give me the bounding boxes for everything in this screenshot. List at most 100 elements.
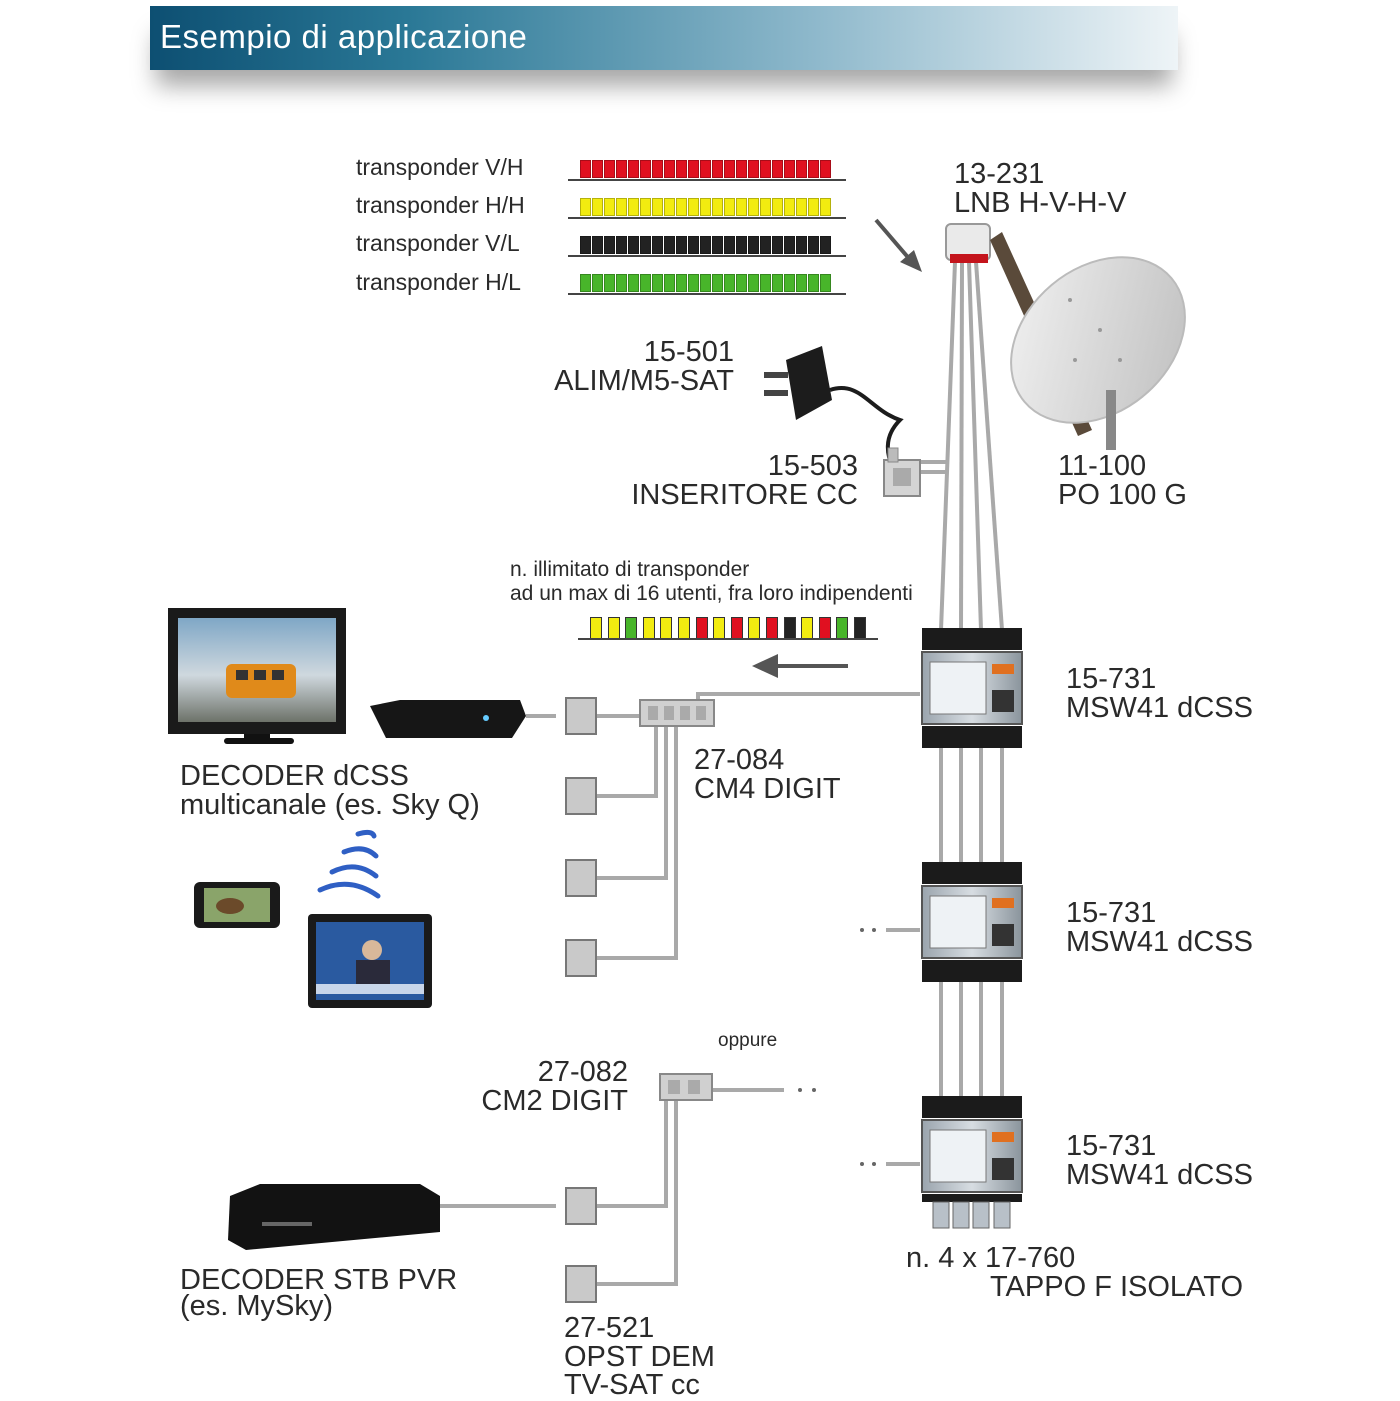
transponder-segment [724, 160, 735, 178]
transponder-segment [580, 236, 591, 254]
transponder-segment [676, 198, 687, 216]
transponder-segment [772, 160, 783, 178]
transponder-segment [640, 236, 651, 254]
transponder-segment [820, 160, 831, 178]
transponder-segment [724, 236, 735, 254]
transponder-segment [652, 274, 663, 292]
transponder-segment [664, 236, 675, 254]
transponder-segment [748, 160, 759, 178]
mix-segment [836, 617, 849, 639]
transponder-segment [712, 160, 723, 178]
cm4-code: 27-084 [694, 744, 785, 776]
mix-segment [590, 617, 602, 639]
transponder-segment [592, 236, 603, 254]
transponder-segment [616, 160, 627, 178]
transponder-segment [820, 198, 831, 216]
transponder-segment [784, 274, 795, 292]
lnb-cables [918, 261, 1004, 631]
decoder-pvr [228, 1184, 440, 1250]
transponder-segment [652, 236, 663, 254]
transponder-segment [748, 198, 759, 216]
tablet [308, 914, 432, 1008]
transponder-segment [796, 160, 807, 178]
header-banner: Esempio di applicazione [150, 6, 1178, 70]
transponder-segment [736, 236, 747, 254]
transponder-segment [748, 236, 759, 254]
transponder-segment [628, 274, 639, 292]
mix-segment [625, 617, 638, 639]
mix-segment [748, 617, 761, 639]
mix-segment [642, 617, 655, 639]
transponder-segment [592, 198, 603, 216]
transponder-segment [772, 198, 783, 216]
transponder-segment [760, 198, 771, 216]
multiswitch-3 [921, 1096, 1023, 1202]
transponder-mix-bar [590, 617, 872, 639]
msw3-code: 15-731 [1066, 1130, 1157, 1162]
transponder-segment [640, 274, 651, 292]
mix-segment [607, 617, 620, 639]
transponder-segment [700, 198, 711, 216]
mix-segment [695, 617, 708, 639]
decoder-dcss-line1: DECODER dCSS [180, 760, 409, 792]
transponder-segment [736, 160, 747, 178]
transponder-segment [580, 160, 591, 178]
page-title: Esempio di applicazione [160, 18, 528, 55]
transponder-segment [712, 198, 723, 216]
transponder-segment [700, 160, 711, 178]
msw1-name: MSW41 dCSS [1066, 692, 1253, 724]
decoder-pvr-line1: DECODER STB PVR [180, 1264, 458, 1296]
transponder-segment [796, 236, 807, 254]
note-unlimited-line1: n. illimitato di transponder [510, 558, 750, 581]
transponder-segment [580, 198, 591, 216]
opst-line3: TV-SAT cc [564, 1369, 700, 1401]
transponder-segment [772, 274, 783, 292]
transponder-label-vl: transponder V/L [356, 230, 520, 256]
transponder-segment [592, 160, 603, 178]
mix-segment [766, 617, 778, 639]
mix-segment [818, 617, 831, 639]
transponder-segment [616, 236, 627, 254]
transponder-segment [820, 236, 831, 254]
decoder-skyq [370, 700, 526, 738]
distribution-cables [438, 692, 920, 1286]
transponder-segment [784, 236, 795, 254]
transponder-segment [724, 274, 735, 292]
cm2-name: CM2 DIGIT [481, 1085, 628, 1117]
transponder-segment [628, 236, 639, 254]
opst-code: 27-521 [564, 1312, 655, 1344]
mix-segment [660, 617, 673, 639]
cm4-name: CM4 DIGIT [694, 773, 841, 805]
transponder-segment [616, 198, 627, 216]
transponder-segment [640, 160, 651, 178]
transponder-bar-vl [580, 236, 832, 254]
wifi-signal-icon [317, 829, 381, 899]
oppure-label: oppure [718, 1030, 778, 1051]
lnb-pointer-arrow [874, 218, 922, 272]
caps-name: TAPPO F ISOLATO [990, 1271, 1243, 1303]
mix-segment [713, 617, 726, 639]
decoder-pvr-line2: (es. MySky) [180, 1290, 334, 1322]
transponder-segment [736, 198, 747, 216]
transponder-segment [784, 160, 795, 178]
dish-antenna [1010, 256, 1186, 450]
dish-code: 11-100 [1058, 450, 1147, 482]
mix-segment [854, 617, 866, 639]
smartphone [194, 882, 280, 928]
return-arrow [752, 654, 848, 678]
dc-inserter [883, 447, 921, 497]
transponder-label-vh: transponder V/H [356, 154, 524, 180]
transponder-segment [688, 160, 699, 178]
transponder-segment [700, 236, 711, 254]
transponder-segment [664, 274, 675, 292]
television [168, 608, 346, 744]
transponder-segment [688, 198, 699, 216]
transponder-segment [760, 274, 771, 292]
transponder-label-hl: transponder H/L [356, 269, 521, 295]
transponder-label-hh: transponder H/H [356, 192, 525, 218]
transponder-segment [796, 198, 807, 216]
transponder-segment [820, 274, 831, 292]
transponder-segment [700, 274, 711, 292]
transponder-segment [760, 236, 771, 254]
msw2-code: 15-731 [1066, 897, 1157, 929]
